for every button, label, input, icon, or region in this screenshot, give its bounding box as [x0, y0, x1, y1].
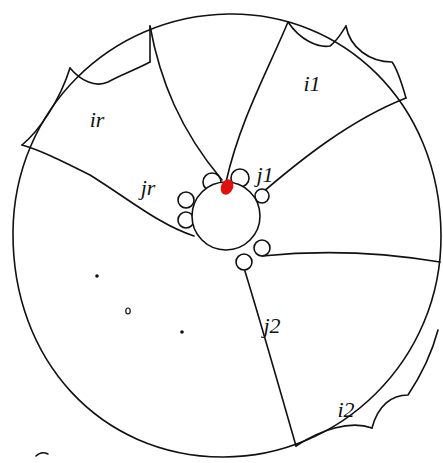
region-label: ir	[90, 109, 105, 131]
region-label: jr	[141, 177, 156, 199]
region-label: j2	[263, 315, 280, 337]
petal	[254, 240, 270, 256]
ellipsis-dot	[95, 274, 99, 278]
region-label: j1	[256, 164, 273, 186]
region-label: i1	[303, 73, 320, 95]
wedge-line	[244, 268, 296, 446]
wedge-line	[226, 22, 288, 182]
scallop-arc	[296, 425, 372, 446]
marked-point	[218, 177, 236, 197]
ellipsis-dot	[180, 330, 184, 334]
region-label: i2	[337, 399, 354, 421]
wedge-line	[256, 98, 406, 198]
scallop-arc	[346, 26, 406, 98]
wedge-line	[22, 145, 194, 236]
outer-circle	[13, 14, 441, 457]
scallop-arc	[372, 330, 438, 428]
ellipsis-dot	[126, 308, 130, 314]
wedge-line	[150, 26, 222, 180]
scallop-arc	[288, 22, 346, 46]
pen-mark	[36, 453, 48, 456]
petal	[236, 254, 252, 270]
scallop-arc	[149, 26, 151, 62]
scallop-arc	[22, 68, 70, 145]
scallop-arc	[70, 62, 150, 84]
wedge-line	[262, 253, 440, 262]
petal	[178, 192, 194, 208]
